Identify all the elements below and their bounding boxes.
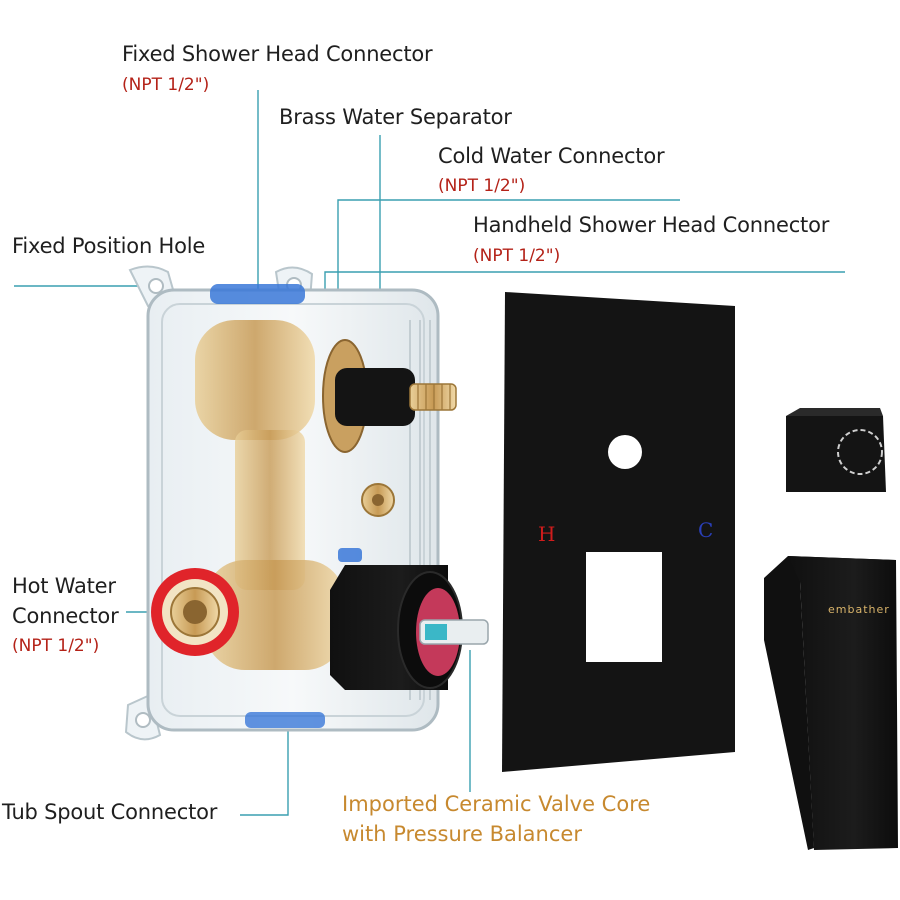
handle-adapter-body [786,416,886,492]
brass-separator-label: Brass Water Separator [279,105,512,129]
hot-water-spec: (NPT 1/2") [12,636,100,656]
valve-body [124,265,489,741]
cold-water-spec: (NPT 1/2") [438,176,526,196]
fixed-shower-head-label: Fixed Shower Head Connector [122,42,433,66]
fixed-shower-head-spec: (NPT 1/2") [122,75,210,95]
mid-plug [338,548,362,562]
handle-adapter-spline [837,429,883,475]
lever-handle [764,556,898,850]
hot-water-bore [183,600,207,624]
tub-spout-label: Tub Spout Connector [2,800,218,824]
fixed-position-hole-bottom-left [135,712,151,728]
tub-spout-cap [245,712,325,728]
cold-water-thread [409,383,457,411]
hot-water-label-line1: Hot Water [12,574,116,598]
plate-hot-mark: H [538,522,556,546]
brass-center-body [235,430,305,590]
brand-logo-text: embather [828,603,890,616]
cold-water-label: Cold Water Connector [438,144,665,168]
trim-plate-body [502,292,735,772]
trim-plate-square-hole [586,552,662,662]
plate-cold-mark: C [698,518,714,542]
hot-water-label-line2: Connector [12,604,119,628]
trim-plate [502,292,735,772]
valve-core-label-line1: Imported Ceramic Valve Core [342,792,651,816]
handheld-shower-head-spec: (NPT 1/2") [473,246,561,266]
trim-plate-round-hole [608,435,642,469]
lever-handle-side [764,556,896,850]
lever-handle-face [788,556,898,850]
handle-adapter-top [786,408,883,416]
fixed-position-hole-label: Fixed Position Hole [12,234,206,258]
brass-upper-body [195,320,315,440]
leader-tub-spout [240,720,289,816]
brass-separator-sleeve [335,368,415,426]
valve-core-label-line2: with Pressure Balancer [342,822,582,846]
valve-core-stem-accent [425,624,447,640]
fixed-shower-head-outlet-cap [210,284,305,304]
brass-plug-center [372,494,384,506]
brass-lower-body [205,560,345,670]
handle-adapter [786,408,886,492]
handheld-shower-head-label: Handheld Shower Head Connector [473,213,830,237]
cold-water-thread-lines [417,384,451,410]
fixed-position-hole-top-left [148,278,164,294]
